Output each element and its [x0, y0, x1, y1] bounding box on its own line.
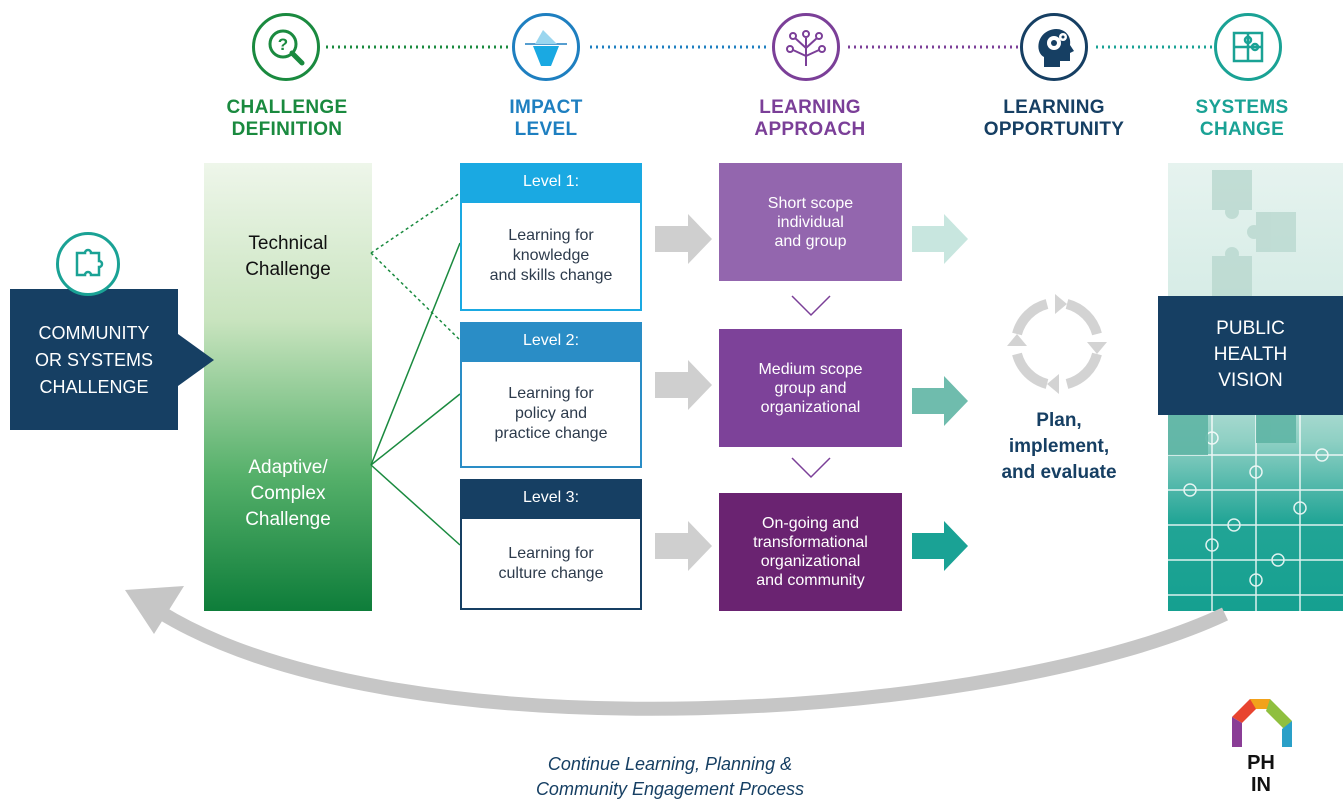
- level-1-line: knowledge: [512, 247, 590, 264]
- header-impact-level: IMPACT LEVEL: [451, 97, 641, 141]
- approach-line: Short scope: [767, 194, 854, 212]
- question-magnifier-icon: ?: [252, 13, 320, 81]
- iceberg-icon: [512, 13, 580, 81]
- header-line: LEVEL: [514, 119, 578, 140]
- level-2-line: policy and: [514, 405, 588, 422]
- level-2-line: practice change: [494, 425, 608, 442]
- footer-caption: Continue Learning, Planning & Community …: [420, 752, 920, 802]
- vision-line: HEALTH: [1213, 344, 1288, 365]
- header-line: LEARNING: [759, 97, 861, 118]
- approach-line: On-going and: [762, 515, 859, 532]
- phin-logo-letters: PH IN: [1238, 752, 1284, 796]
- level-2-header: Level 2:: [460, 322, 642, 360]
- return-arrow-head: [125, 586, 184, 634]
- level-3-line: Learning for: [508, 544, 594, 562]
- adaptive-line: Adaptive/: [248, 457, 328, 478]
- cycle-arrows-icon: [1012, 299, 1102, 389]
- header-line: SYSTEMS: [1195, 97, 1289, 118]
- tree-icon: [772, 13, 840, 81]
- technical-line: Challenge: [245, 259, 331, 280]
- public-health-vision-box: PUBLIC HEALTH VISION: [1158, 296, 1343, 415]
- adaptive-to-level1: [370, 242, 461, 466]
- opportunity-line: implement,: [1008, 436, 1110, 457]
- approach-line: group and: [774, 379, 847, 397]
- approach-line: transformational: [753, 534, 868, 551]
- puzzle-grid: [1168, 415, 1343, 611]
- opportunity-text: Plan, implement, and evaluate: [974, 408, 1144, 486]
- header-systems-change: SYSTEMS CHANGE: [1147, 97, 1337, 141]
- adaptive-to-level2: [370, 393, 461, 466]
- grey-arrow-3: [655, 521, 712, 571]
- header-learning-opportunity: LEARNING OPPORTUNITY: [959, 97, 1149, 141]
- approach-ongoing: On-going and transformational organizati…: [719, 493, 902, 611]
- vision-line: VISION: [1218, 370, 1283, 391]
- level-1-line: Learning for: [508, 227, 594, 244]
- header-line: LEARNING: [1003, 97, 1105, 118]
- teal-arrow-3: [912, 521, 968, 571]
- level-3-body: Learning for culture change: [460, 517, 642, 610]
- approach-line: organizational: [760, 398, 861, 416]
- header-line: CHANGE: [1199, 119, 1285, 140]
- puzzle-pieces-top: [1212, 170, 1296, 296]
- community-line: COMMUNITY: [38, 323, 150, 343]
- opportunity-line: Plan,: [1036, 410, 1082, 431]
- header-line: IMPACT: [509, 97, 583, 118]
- header-learning-approach: LEARNING APPROACH: [715, 97, 905, 141]
- approach-line: organizational: [760, 553, 861, 570]
- logo-line: PH: [1247, 752, 1275, 774]
- phin-logo: [1232, 699, 1292, 747]
- footer-line: Continue Learning, Planning &: [547, 754, 793, 774]
- header-line: CHALLENGE: [226, 97, 348, 118]
- level-3-header: Level 3:: [460, 479, 642, 517]
- community-arrow: [178, 334, 214, 386]
- puzzle-pieces-mid: [1168, 403, 1296, 455]
- level-1-line: and skills change: [489, 267, 613, 284]
- level-1-body: Learning for knowledge and skills change: [460, 201, 642, 311]
- approach-line: Medium scope: [758, 360, 863, 378]
- logo-line: IN: [1251, 774, 1271, 796]
- grey-arrow-1: [655, 214, 712, 264]
- header-line: OPPORTUNITY: [983, 119, 1125, 140]
- approach-medium-scope: Medium scope group and organizational: [719, 329, 902, 447]
- community-box-text: COMMUNITY OR SYSTEMS CHALLENGE: [10, 320, 178, 401]
- header-challenge-definition: CHALLENGE DEFINITION: [192, 97, 382, 141]
- adaptive-line: Challenge: [245, 509, 331, 530]
- head-gears-icon: [1020, 13, 1088, 81]
- technical-challenge-label: Technical Challenge: [204, 231, 372, 283]
- adaptive-to-level3: [370, 464, 461, 546]
- level-2-body: Learning for policy and practice change: [460, 360, 642, 468]
- header-line: APPROACH: [754, 119, 866, 140]
- level-3-line: culture change: [498, 564, 604, 582]
- svg-text:?: ?: [278, 35, 288, 54]
- level-1-header: Level 1:: [460, 163, 642, 201]
- tech-to-level2: [370, 252, 461, 341]
- community-line: OR SYSTEMS: [34, 350, 154, 370]
- challenge-gradient-column: [204, 163, 372, 611]
- teal-arrow-1: [912, 214, 968, 264]
- level-2-line: Learning for: [508, 385, 594, 402]
- puzzle-icon: [1214, 13, 1282, 81]
- adaptive-line: Complex: [250, 483, 326, 504]
- footer-line: Community Engagement Process: [535, 779, 805, 799]
- community-line: CHALLENGE: [39, 377, 149, 397]
- tech-to-level1: [370, 192, 461, 254]
- technical-line: Technical: [248, 233, 328, 254]
- teal-arrow-2: [912, 376, 968, 426]
- puzzle-piece-icon: [56, 232, 120, 296]
- grey-arrow-2: [655, 360, 712, 410]
- chevron-down-2: [791, 457, 831, 479]
- approach-line: and group: [774, 232, 847, 250]
- vision-line: PUBLIC: [1216, 318, 1285, 339]
- adaptive-challenge-label: Adaptive/ Complex Challenge: [204, 455, 372, 533]
- approach-line: individual: [777, 213, 844, 231]
- approach-short-scope: Short scope individual and group: [719, 163, 902, 281]
- approach-line: and community: [756, 572, 865, 589]
- chevron-down-1: [791, 295, 831, 317]
- return-arrow: [156, 606, 1228, 716]
- community-box: [10, 289, 178, 430]
- opportunity-line: and evaluate: [1001, 462, 1117, 483]
- header-line: DEFINITION: [231, 119, 343, 140]
